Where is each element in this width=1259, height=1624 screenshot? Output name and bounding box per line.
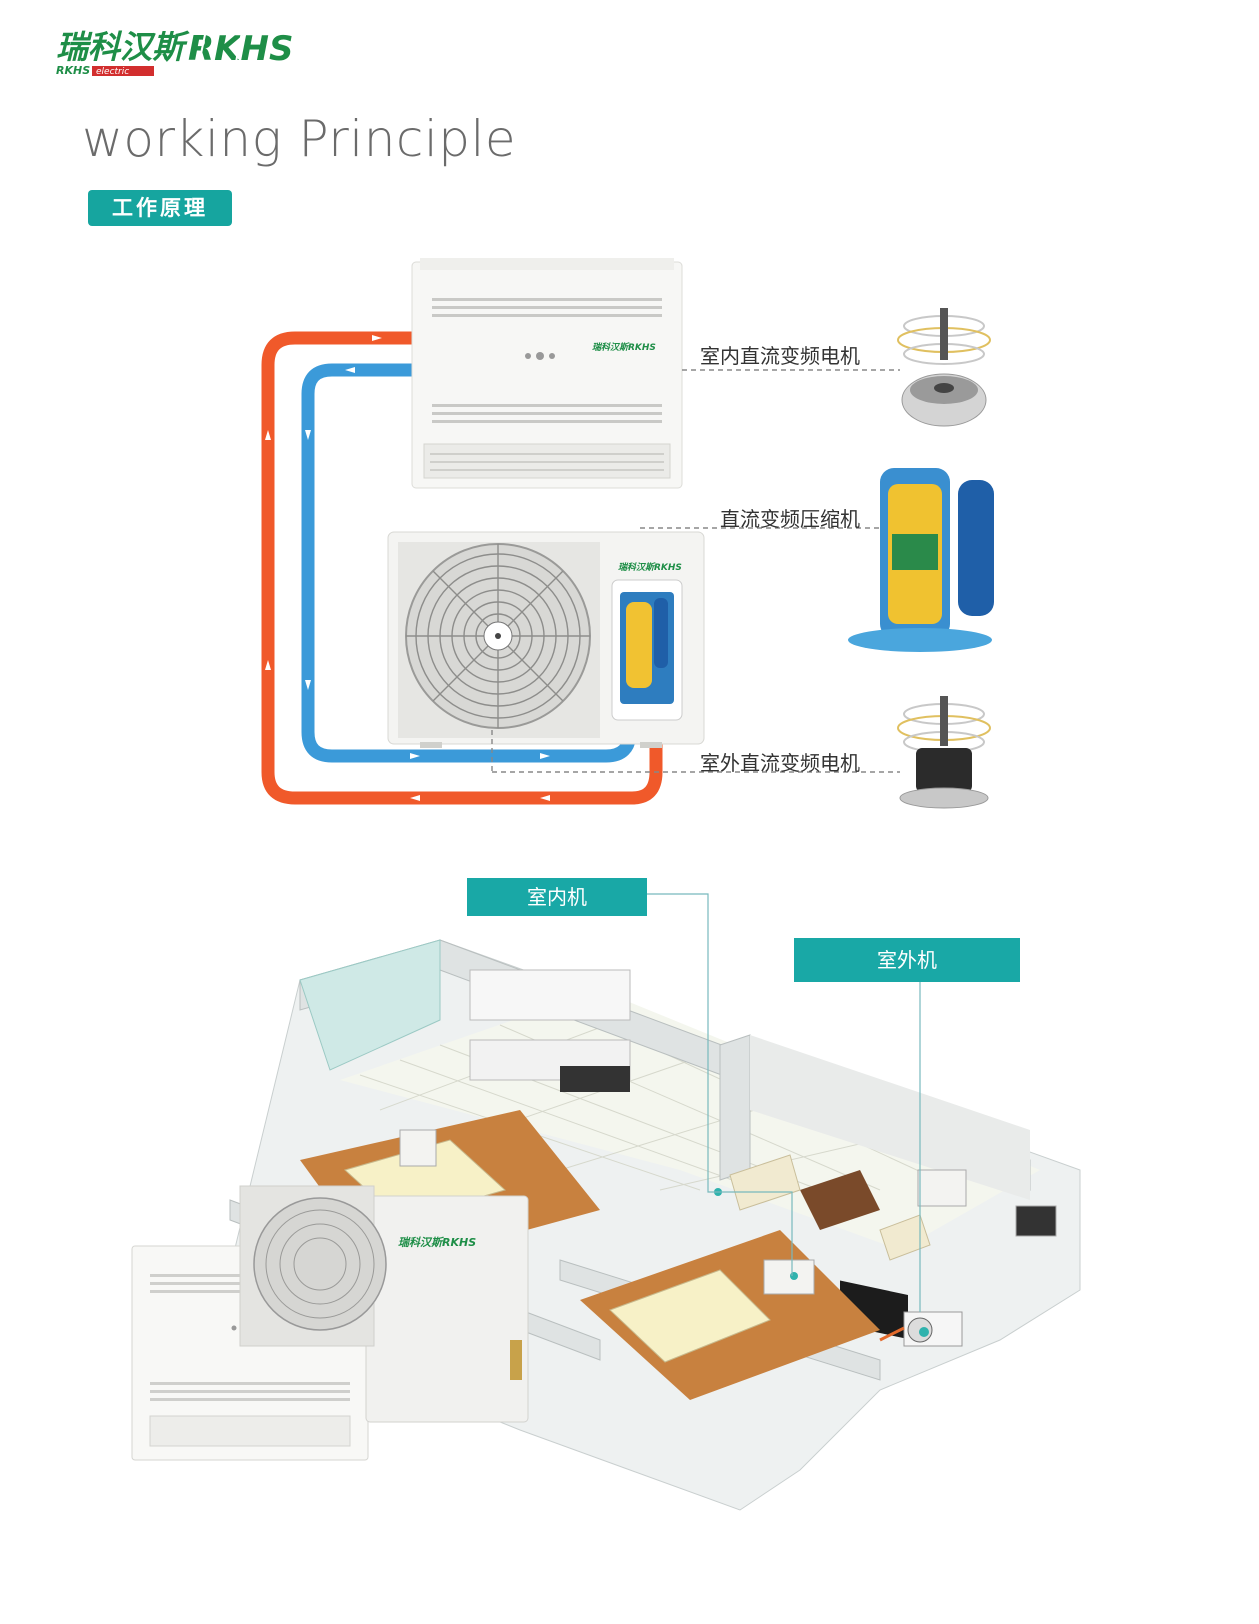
outdoor-unit-illustration: 瑞科汉斯RKHS: [387, 531, 705, 748]
logo-red-bar: [92, 66, 154, 76]
dc-compressor-icon: [848, 468, 994, 652]
section-badge: 工作原理: [88, 190, 232, 226]
indoor-unit-illustration: 瑞科汉斯RKHS: [411, 258, 683, 489]
flow-arrows: [265, 335, 550, 801]
logo-cn-text: 瑞科汉斯: [56, 28, 190, 66]
page-title: working Principle: [82, 110, 517, 168]
callout-indoor-motor: 室内直流变频电机: [700, 344, 860, 368]
tag-indoor-unit: 室内机: [467, 878, 647, 916]
callout-outdoor-motor: 室外直流变频电机: [700, 751, 860, 775]
tag-outdoor-unit: 室外机: [794, 938, 1020, 982]
product-outdoor-unit: 瑞科汉斯RKHS: [239, 1185, 529, 1423]
outdoor-dc-motor-icon: [897, 696, 991, 809]
cold-refrigerant-line: [301, 363, 637, 763]
product-outdoor-brand: 瑞科汉斯RKHS: [398, 1236, 476, 1249]
indoor-dc-motor-icon: [897, 308, 991, 427]
callout-compressor: 直流变频压缩机: [720, 507, 860, 531]
working-principle-diagram: 瑞科汉斯RKHS 瑞科: [0, 250, 1259, 840]
outdoor-unit-brand: 瑞科汉斯RKHS: [618, 562, 682, 573]
floorplan-illustration: 瑞科汉斯RKHS 瑞科汉斯RKHS 室内机 室外机: [0, 870, 1259, 1610]
logo-sub-left: RKHS: [56, 64, 90, 77]
brand-logo: 瑞科汉斯 RKHS RKHS electric: [56, 22, 296, 92]
callout-leaders: [491, 369, 900, 773]
indoor-unit-brand: 瑞科汉斯RKHS: [592, 342, 656, 353]
hot-refrigerant-line: [261, 331, 663, 805]
logo-sub-right: electric: [96, 67, 129, 77]
